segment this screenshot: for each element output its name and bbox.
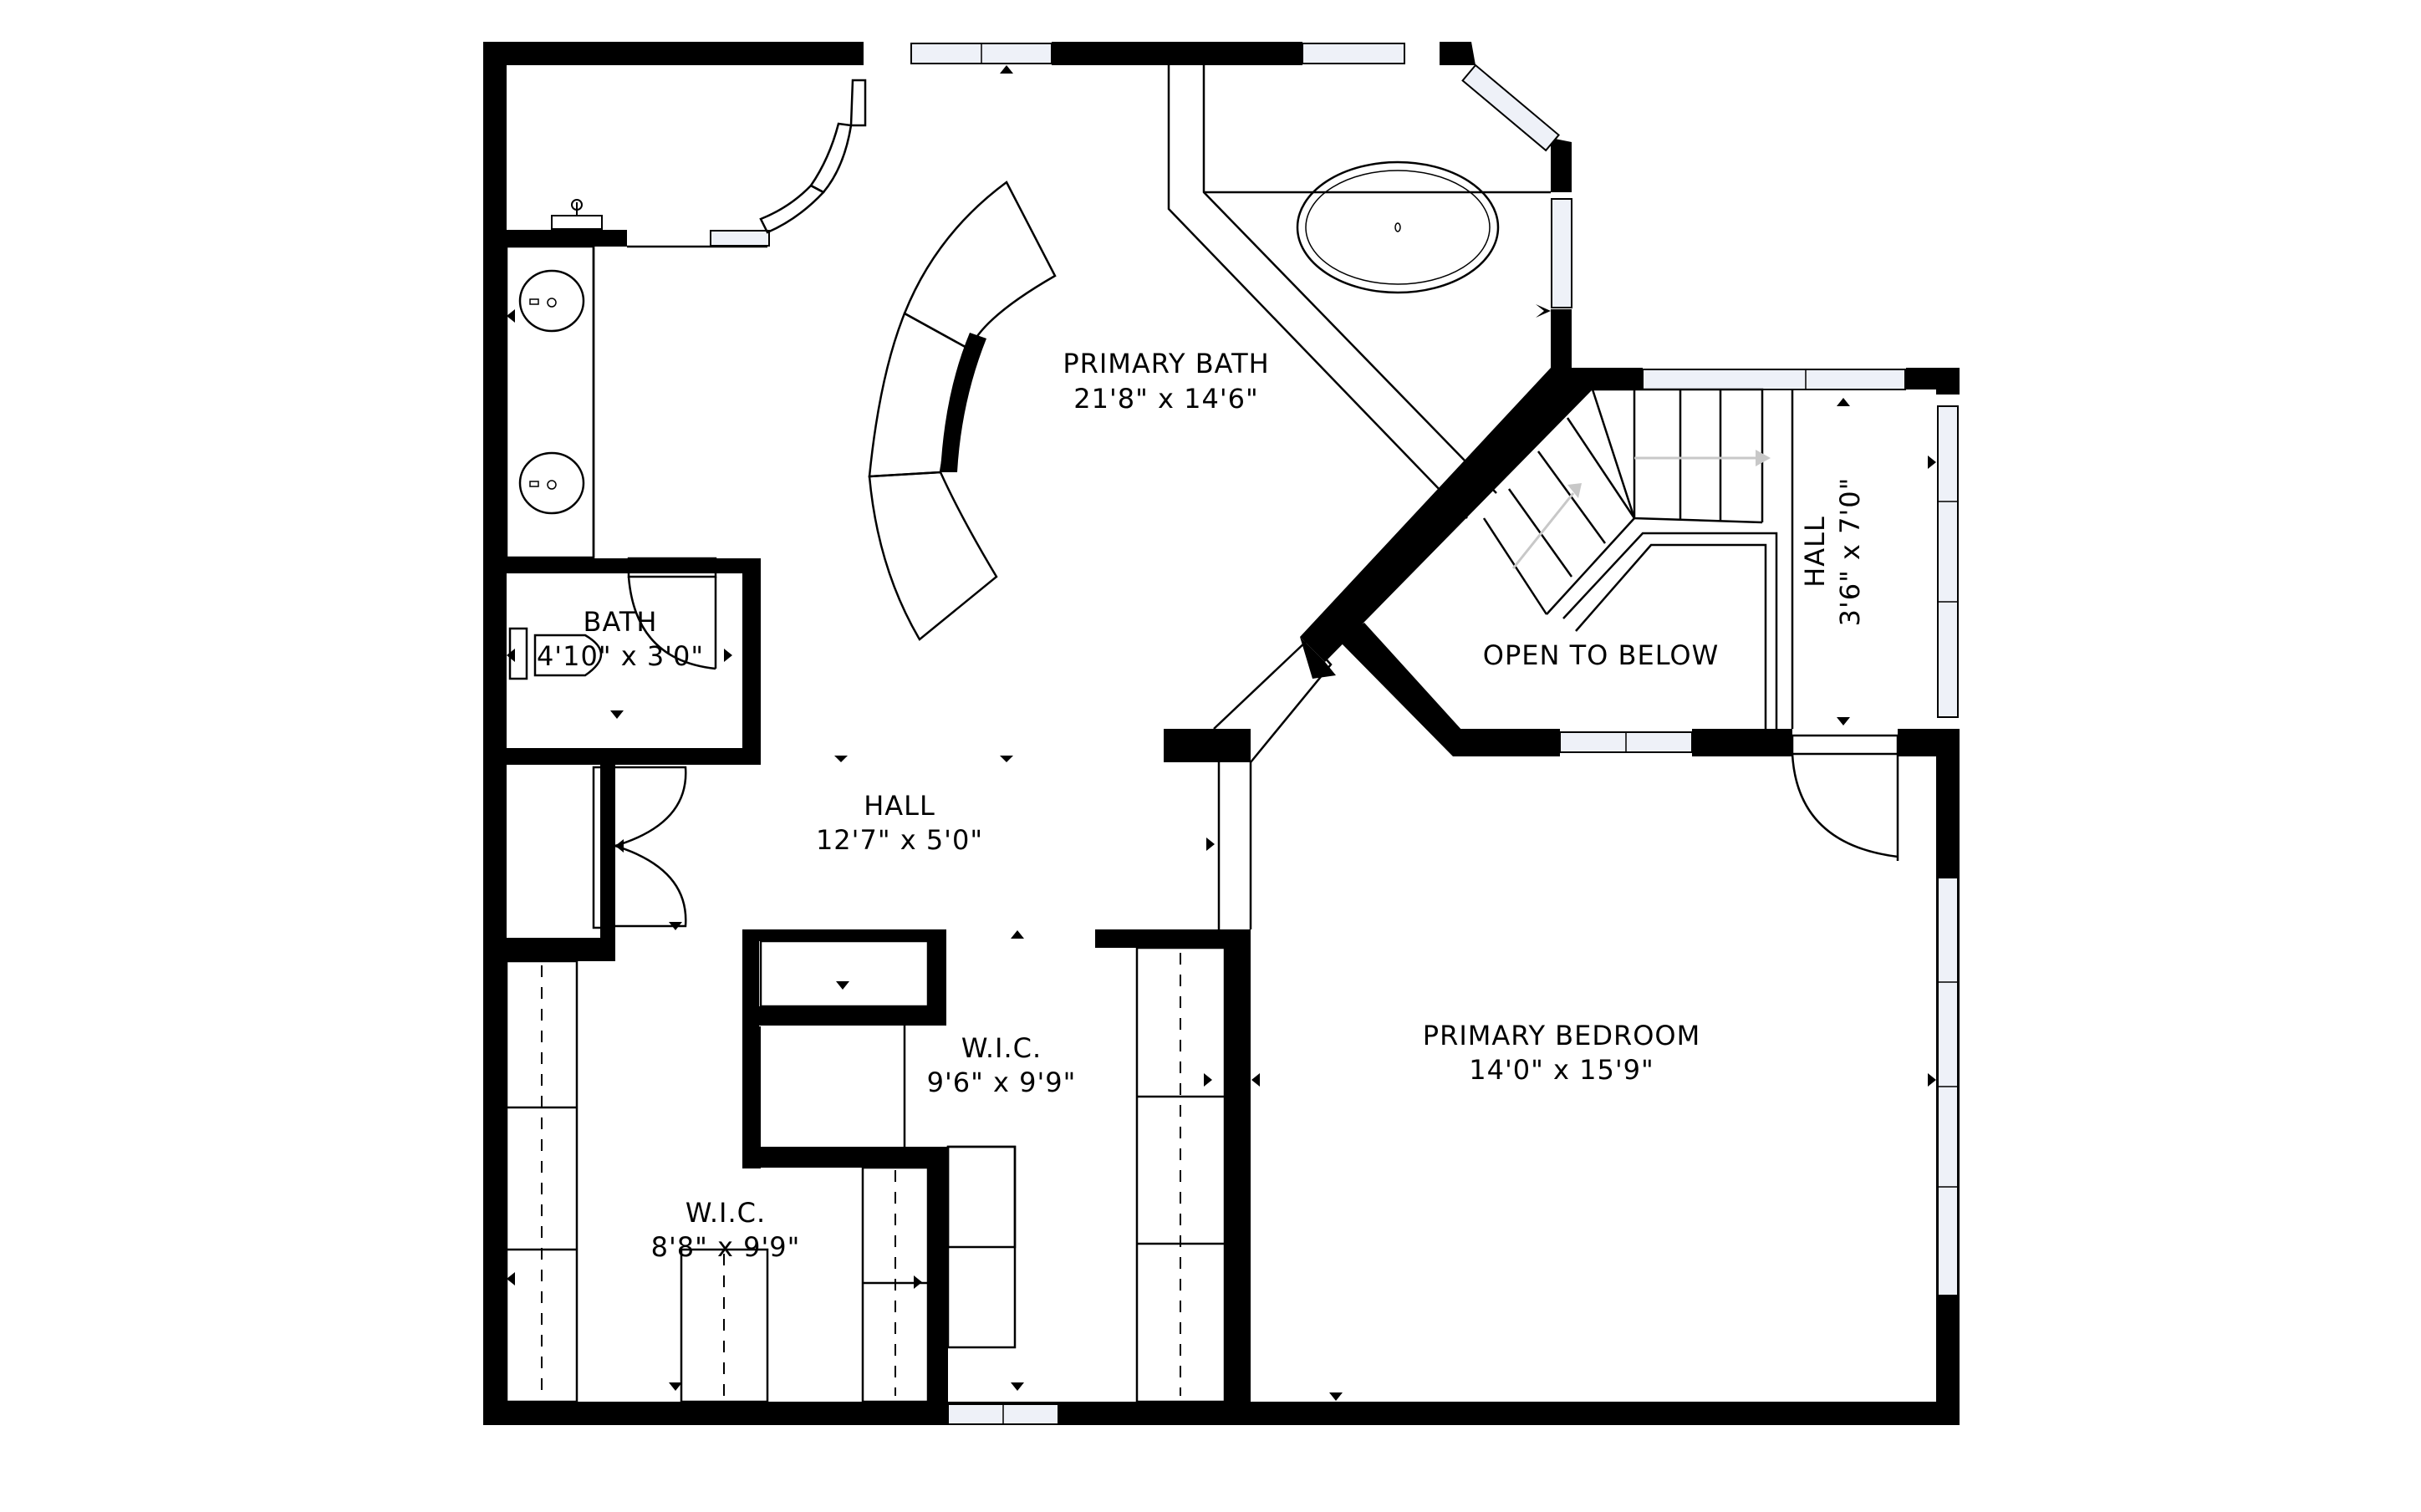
window-right-hall xyxy=(1937,405,1959,718)
room-name: HALL xyxy=(864,790,935,822)
room-primary-bedroom: PRIMARY BEDROOM 14'0" x 15'9" xyxy=(1423,1020,1700,1086)
room-primary-bath: PRIMARY BATH 21'8" x 14'6" xyxy=(1063,348,1269,415)
window-shower-small xyxy=(710,230,770,247)
door-swing-icon xyxy=(1791,734,1899,861)
door-swing-icon xyxy=(627,557,717,670)
room-name: W.I.C. xyxy=(961,1032,1042,1064)
room-name: W.I.C. xyxy=(686,1197,766,1229)
wic-right-shelves xyxy=(1135,946,1226,1403)
vanity-counter xyxy=(505,245,595,559)
sink-icon xyxy=(518,269,585,333)
room-dims: 12'7" x 5'0" xyxy=(816,824,983,856)
room-dims: 14'0" x 15'9" xyxy=(1469,1054,1654,1086)
sink-icon xyxy=(518,451,585,515)
room-wic-left: W.I.C. 8'8" x 9'9" xyxy=(651,1197,801,1263)
room-wic-center: W.I.C. 9'6" x 9'9" xyxy=(927,1032,1077,1098)
room-hall-side: HALL 3'6" x 7'0" xyxy=(1799,477,1866,627)
dimension-arrows xyxy=(507,65,1936,1401)
room-open-to-below: OPEN TO BELOW xyxy=(1483,639,1719,671)
room-bath: BATH 4'10" x 3'0" xyxy=(537,606,704,672)
room-hall-main: HALL 12'7" x 5'0" xyxy=(816,790,983,856)
exterior-walls xyxy=(483,42,1960,1425)
staircase xyxy=(1482,388,1794,729)
windows xyxy=(710,43,1959,1425)
hall-opening-frame xyxy=(1213,638,1333,929)
bathtub-icon xyxy=(1296,160,1500,294)
stair-arrow-icon xyxy=(1511,450,1771,569)
window-right-bedroom xyxy=(1937,877,1959,1296)
window-top-1 xyxy=(910,43,1052,64)
window-open-below xyxy=(1559,731,1693,753)
window-stair-top xyxy=(1642,369,1906,390)
window-top-2 xyxy=(1302,43,1405,64)
door-swing-icon xyxy=(592,766,687,929)
room-dims: 3'6" x 7'0" xyxy=(1834,477,1866,627)
wic-center-shelves xyxy=(759,939,1017,1349)
room-name: PRIMARY BATH xyxy=(1063,348,1269,379)
room-name: PRIMARY BEDROOM xyxy=(1423,1020,1700,1051)
room-dims: 21'8" x 14'6" xyxy=(1073,383,1258,415)
room-dims: 4'10" x 3'0" xyxy=(537,640,704,672)
room-name: OPEN TO BELOW xyxy=(1483,639,1719,671)
room-name: BATH xyxy=(584,606,658,638)
room-name: HALL xyxy=(1799,516,1831,588)
window-diagonal xyxy=(1461,64,1560,152)
curved-bench xyxy=(868,181,1057,641)
window-right-upper xyxy=(1551,198,1572,308)
window-bottom xyxy=(947,1403,1059,1425)
shower-enclosure xyxy=(627,79,867,248)
room-dims: 9'6" x 9'9" xyxy=(927,1067,1077,1098)
faucet-icon xyxy=(551,199,603,230)
wic-left-shelves xyxy=(505,960,930,1403)
room-dims: 8'8" x 9'9" xyxy=(651,1231,801,1263)
bathtub-deck xyxy=(1167,65,1551,519)
